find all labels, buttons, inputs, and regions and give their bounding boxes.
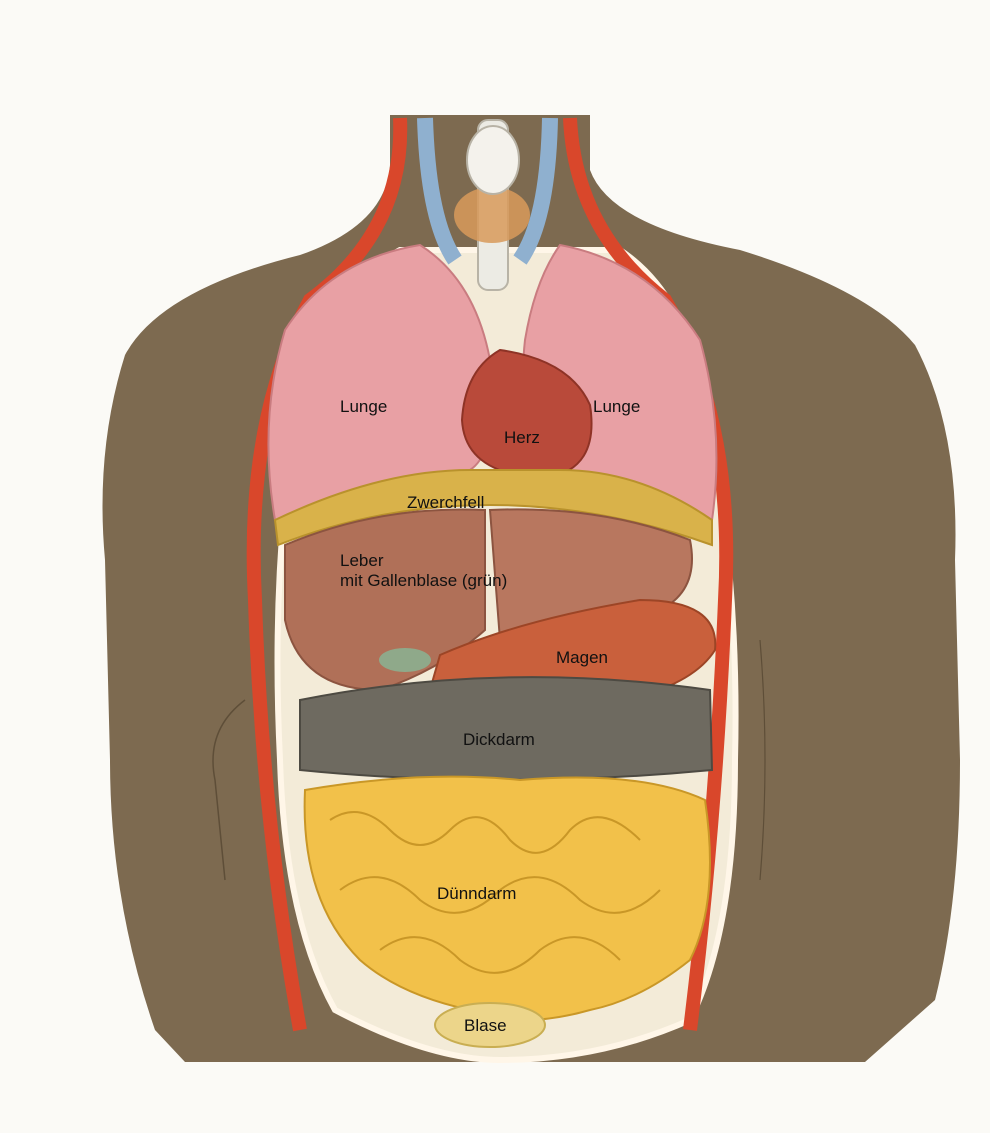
thyroid [454, 187, 530, 243]
label-dickdarm: Dickdarm [463, 730, 535, 750]
label-zwerchfell: Zwerchfell [407, 493, 484, 513]
label-magen: Magen [556, 648, 608, 668]
label-leber-line1: Leber [340, 551, 507, 571]
label-lunge-right: Lunge [593, 397, 640, 417]
larynx [467, 126, 519, 194]
label-lunge-left: Lunge [340, 397, 387, 417]
label-leber-line2: mit Gallenblase (grün) [340, 571, 507, 591]
label-herz: Herz [504, 428, 540, 448]
large-intestine [300, 677, 712, 780]
gallbladder [379, 648, 431, 672]
label-blase: Blase [464, 1016, 507, 1036]
label-leber: Leber mit Gallenblase (grün) [340, 551, 507, 591]
label-duenndarm: Dünndarm [437, 884, 516, 904]
